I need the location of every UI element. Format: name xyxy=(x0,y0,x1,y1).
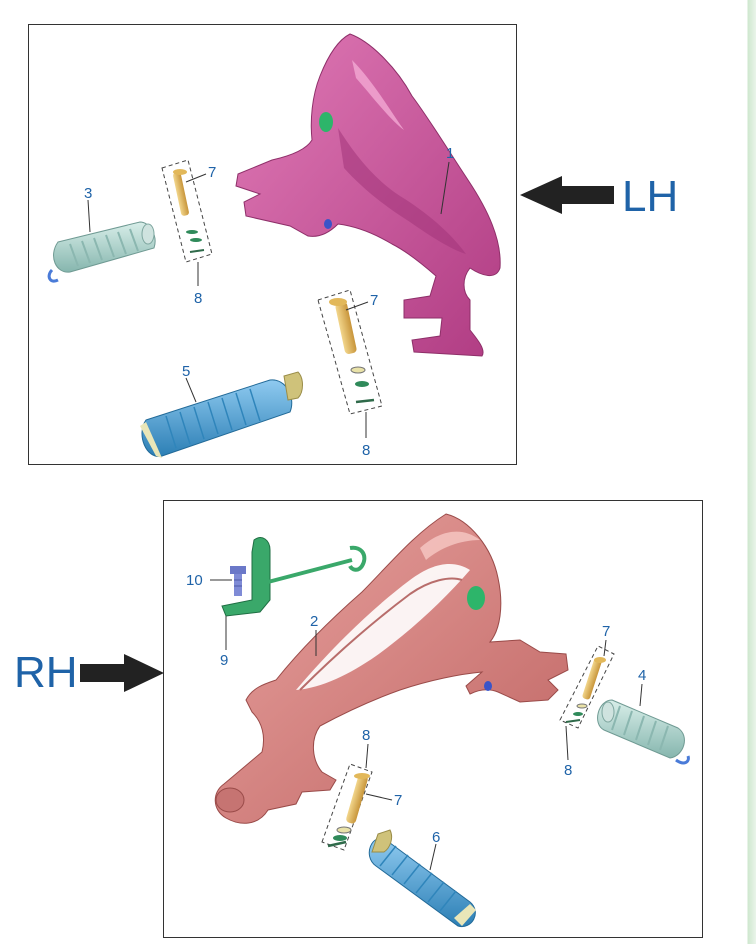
rh-label: RH xyxy=(14,648,78,697)
rh-switch-bracket xyxy=(221,537,367,617)
rh-arrow xyxy=(80,654,164,692)
callout-lh-rear-peg: 3 xyxy=(84,185,92,202)
rh-rear-footpeg xyxy=(597,699,690,765)
callout-rh-front-peg: 6 xyxy=(432,829,440,846)
callout-rh-lower-clip: 8 xyxy=(362,727,370,744)
rh-front-footpeg xyxy=(368,829,476,928)
callout-rh-lower-pin: 7 xyxy=(394,792,402,809)
lh-front-footpeg xyxy=(140,371,303,458)
callout-rh-upper-clip: 8 xyxy=(564,762,572,779)
callout-rh-bracket: 9 xyxy=(220,652,228,669)
lh-label: LH xyxy=(622,172,679,221)
callout-lh-frame: 1 xyxy=(446,145,454,162)
callout-lh-upper-clip: 8 xyxy=(194,290,202,307)
callout-rh-rear-peg: 4 xyxy=(638,667,646,684)
rh-leader-lines xyxy=(210,579,643,871)
callout-lh-lower-pin: 7 xyxy=(370,292,378,309)
callout-lh-lower-clip: 8 xyxy=(362,442,370,459)
lh-footrest-bracket xyxy=(235,33,501,357)
lh-rear-footpeg xyxy=(47,221,156,283)
callout-lh-upper-pin: 7 xyxy=(208,164,216,181)
callout-rh-upper-pin: 7 xyxy=(602,623,610,640)
rh-lower-pin-set xyxy=(321,763,373,851)
lh-upper-pin-set xyxy=(161,159,213,263)
lh-lower-pin-set xyxy=(317,289,383,415)
rh-bolt xyxy=(230,566,246,596)
callout-rh-frame: 2 xyxy=(310,613,318,630)
lh-leader-lines xyxy=(87,161,450,438)
lh-arrow xyxy=(520,176,614,214)
callout-lh-front-peg: 5 xyxy=(182,363,190,380)
rh-upper-pin-set xyxy=(559,645,615,729)
rh-footrest-bracket xyxy=(214,513,569,824)
callout-rh-bolt: 10 xyxy=(186,572,203,589)
page-edge xyxy=(740,0,756,944)
